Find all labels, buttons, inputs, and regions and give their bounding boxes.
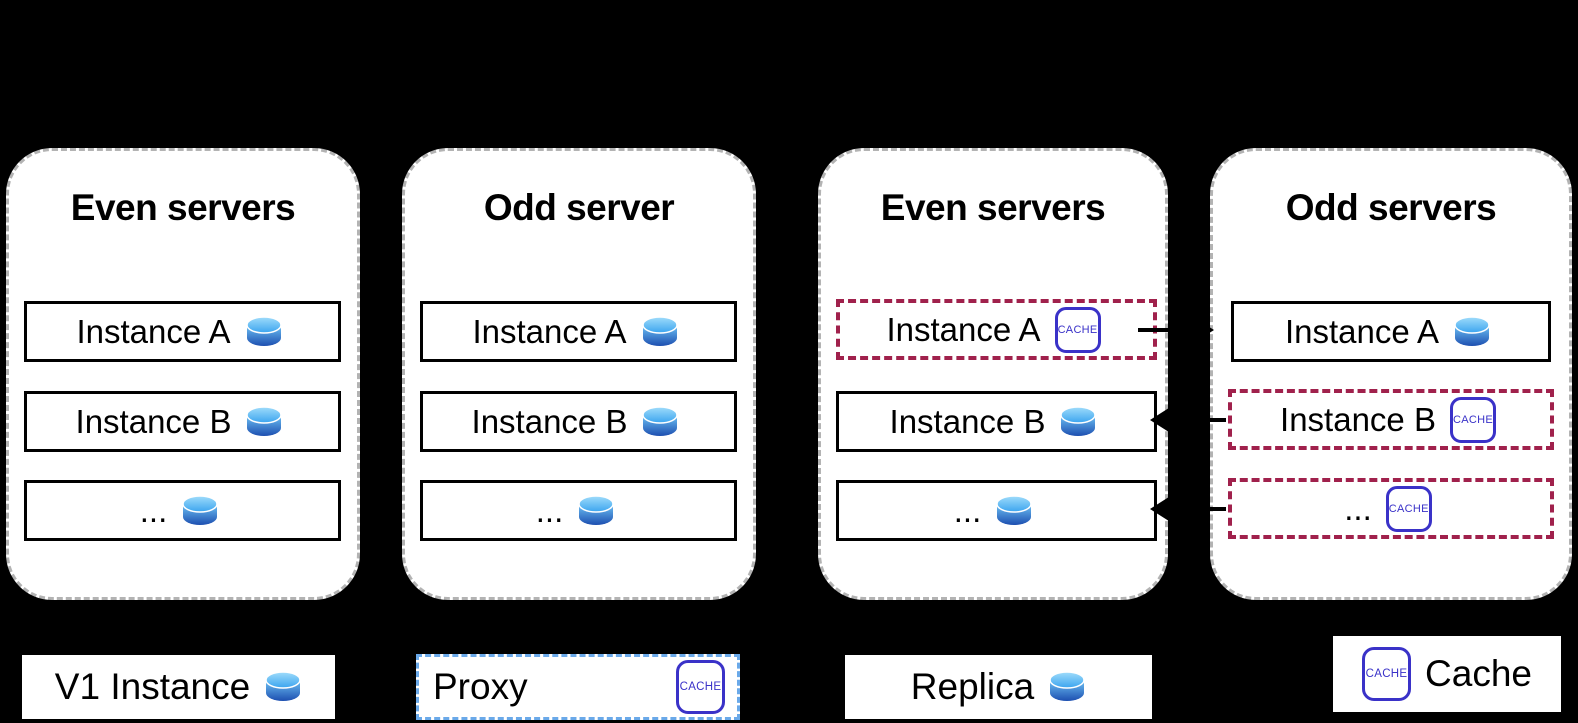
instance-row[interactable]: Instance B: [24, 391, 341, 452]
database-cylinder-icon: [265, 671, 301, 701]
panel-odd-servers: Odd servers Instance A Instance B CACHE: [1210, 148, 1572, 600]
instance-row-highlighted[interactable]: Instance B CACHE: [1228, 389, 1554, 450]
legend-label: Proxy: [433, 666, 528, 707]
instance-row-label: Instance B: [1280, 400, 1436, 438]
legend-item-proxy[interactable]: Proxy CACHE: [416, 654, 740, 720]
instance-row-highlighted[interactable]: Instance A CACHE: [836, 299, 1157, 360]
instance-row-label: Instance B: [75, 402, 232, 440]
cache-icon[interactable]: CACHE: [1362, 647, 1412, 701]
instance-row[interactable]: Instance B: [836, 391, 1157, 452]
instance-row-highlighted[interactable]: ... CACHE: [1228, 478, 1554, 539]
instance-row-label: ...: [139, 491, 168, 529]
instance-row-label: ...: [1344, 489, 1372, 527]
legend-label: Replica: [910, 666, 1035, 707]
instance-row-label: Instance A: [1284, 312, 1440, 350]
database-cylinder-icon: [1049, 671, 1085, 701]
legend-item-v1-instance[interactable]: V1 Instance: [22, 655, 335, 719]
instance-row[interactable]: Instance A: [420, 301, 737, 362]
instance-row[interactable]: ...: [836, 480, 1157, 541]
cache-icon[interactable]: CACHE: [1054, 306, 1101, 353]
instance-row[interactable]: Instance B: [420, 391, 737, 452]
database-cylinder-icon: [245, 315, 282, 346]
panel-even-servers-right: Even servers Instance A CACHE Instance B: [818, 148, 1168, 600]
legend-label: Cache: [1425, 653, 1532, 694]
instance-row[interactable]: ...: [420, 480, 737, 541]
database-cylinder-icon: [641, 315, 678, 346]
database-cylinder-icon: [578, 494, 615, 525]
connector-arrow-left: [1150, 406, 1226, 434]
legend-item-replica[interactable]: Replica: [845, 655, 1152, 719]
panel-title: Even servers: [880, 187, 1106, 228]
panel-title: Odd servers: [1285, 187, 1497, 228]
database-cylinder-icon: [996, 494, 1033, 525]
database-cylinder-icon: [182, 494, 219, 525]
instance-row[interactable]: Instance A: [24, 301, 341, 362]
database-cylinder-icon: [1060, 405, 1097, 436]
instance-row-label: Instance A: [886, 310, 1041, 348]
instance-row-label: ...: [953, 491, 982, 529]
instance-row-label: Instance A: [472, 312, 627, 350]
database-cylinder-icon: [642, 405, 679, 436]
panel-title: Odd server: [483, 187, 675, 228]
legend-label: V1 Instance: [54, 666, 251, 707]
connector-arrow-right: [1138, 316, 1214, 344]
instance-row-label: ...: [535, 491, 564, 529]
cache-icon[interactable]: CACHE: [676, 660, 725, 714]
panel-odd-server: Odd server Instance A Instance B: [402, 148, 756, 600]
database-cylinder-icon: [1454, 315, 1490, 346]
cache-icon[interactable]: CACHE: [1449, 396, 1496, 443]
database-cylinder-icon: [246, 405, 283, 436]
instance-row-label: Instance B: [471, 402, 628, 440]
instance-row[interactable]: Instance A: [1231, 301, 1551, 362]
instance-row-label: Instance B: [889, 402, 1046, 440]
instance-row-label: Instance A: [76, 312, 231, 350]
panel-even-servers-left: Even servers Instance A: [6, 148, 360, 600]
instance-row[interactable]: ...: [24, 480, 341, 541]
cache-icon[interactable]: CACHE: [1385, 485, 1432, 532]
panel-title: Even servers: [70, 187, 296, 228]
legend-item-cache[interactable]: CACHE Cache: [1333, 636, 1561, 712]
connector-arrow-left: [1150, 495, 1226, 523]
